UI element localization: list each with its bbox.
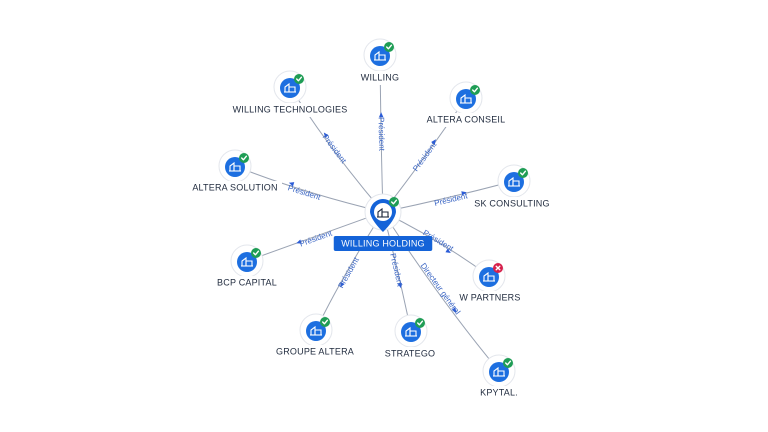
edge-arrow [340, 281, 345, 288]
node-disc [306, 321, 326, 341]
node-label: GROUPE ALTERA [276, 346, 354, 356]
node-label: STRATEGO [385, 348, 435, 358]
status-active-icon [503, 358, 513, 368]
building-icon [508, 176, 520, 187]
edge-arrow [431, 139, 436, 145]
node-willing-tech[interactable]: WILLING TECHNOLOGIES [229, 70, 351, 117]
edge-label: Président [336, 255, 361, 290]
edge-arrow [323, 132, 329, 138]
node-label-bg [474, 386, 524, 400]
node-label-bg [421, 113, 511, 127]
edge-label: Président [321, 133, 349, 166]
node-sk-consulting[interactable]: SK CONSULTING [470, 164, 554, 211]
node-willing[interactable]: WILLING [355, 38, 405, 85]
nodes-layer: WILLING WILLING TECHNOLOGIES ALTERA CONSEI… [188, 38, 554, 400]
edge-label: Président [388, 252, 405, 288]
node-label: ALTERA SOLUTION [192, 182, 277, 192]
node-disc [456, 89, 476, 109]
building-icon [241, 256, 253, 267]
status-active-icon [251, 248, 261, 258]
node-disc [479, 267, 499, 287]
node-label-bg [273, 345, 357, 359]
node-disc [225, 157, 245, 177]
node-label-bg [470, 197, 554, 211]
node-label-bg [382, 347, 438, 361]
status-active-icon [294, 74, 304, 84]
center-label-bg [333, 236, 433, 251]
node-disc [280, 78, 300, 98]
node-label-bg [229, 103, 351, 117]
status-active-icon [239, 153, 249, 163]
node-kpytal[interactable]: KPYTAL. [474, 354, 524, 400]
node-label: W PARTNERS [459, 292, 520, 302]
edge-arrow [378, 112, 384, 118]
building-icon [405, 326, 417, 337]
node-disc [489, 362, 509, 382]
status-active-icon [415, 318, 425, 328]
edge-line [289, 86, 384, 213]
node-label-bg [188, 181, 282, 195]
edge-label: Président [411, 140, 439, 173]
status-closed-icon [493, 263, 503, 273]
edge-arrow [296, 239, 302, 244]
node-label-bg [211, 276, 283, 290]
node-label: ALTERA CONSEIL [427, 114, 506, 124]
edge-label: Président [433, 191, 469, 208]
building-icon [374, 50, 386, 61]
building-icon [229, 161, 241, 172]
edge-label: Président [377, 117, 387, 152]
node-label: WILLING [361, 72, 399, 82]
node-label-bg [355, 71, 405, 85]
node-disc [370, 46, 390, 66]
node-disc [401, 322, 421, 342]
node-label: BCP CAPITAL [217, 277, 277, 287]
node-center-holding[interactable]: WILLING HOLDING [333, 193, 433, 251]
edge-arrow [461, 191, 467, 196]
node-label: KPYTAL. [480, 387, 518, 397]
node-groupe-altera[interactable]: GROUPE ALTERA [273, 313, 357, 359]
node-altera-conseil[interactable]: ALTERA CONSEIL [421, 81, 511, 127]
node-label: SK CONSULTING [474, 198, 549, 208]
edge-label: Président [287, 183, 323, 202]
edge-arrow [445, 248, 451, 253]
status-active-icon [389, 197, 399, 207]
building-icon [310, 325, 322, 336]
edge-label: Directeur général [419, 261, 463, 316]
node-disc [504, 172, 524, 192]
building-icon [460, 93, 472, 104]
node-label-bg [457, 291, 523, 305]
building-icon [493, 366, 505, 377]
status-active-icon [518, 168, 528, 178]
node-bcp-capital[interactable]: BCP CAPITAL [211, 244, 283, 290]
edge-line [382, 211, 500, 372]
node-disc [237, 252, 257, 272]
building-icon [377, 207, 389, 218]
status-active-icon [320, 317, 330, 327]
building-icon [483, 271, 495, 282]
node-altera-solution[interactable]: ALTERA SOLUTION [188, 149, 282, 195]
edge-arrow [451, 307, 457, 313]
edge-arrow [397, 282, 402, 289]
node-stratego[interactable]: STRATEGO [382, 314, 438, 361]
building-icon [284, 82, 296, 93]
edge-arrow [288, 182, 295, 187]
center-label: WILLING HOLDING [341, 238, 425, 248]
edge-label: Président [298, 228, 334, 248]
node-w-partners[interactable]: W PARTNERS [457, 259, 523, 305]
status-active-icon [384, 42, 394, 52]
node-label: WILLING TECHNOLOGIES [233, 104, 348, 114]
status-active-icon [470, 85, 480, 95]
